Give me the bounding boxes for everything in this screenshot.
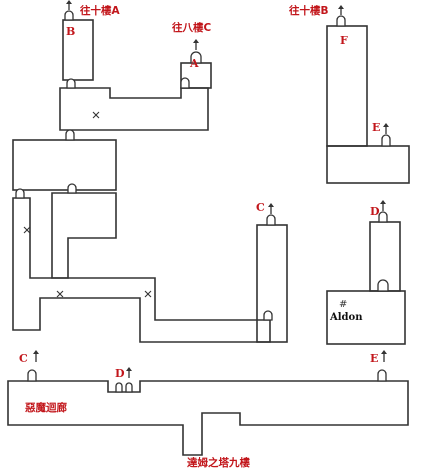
room-side-chamber [51,192,117,279]
arrow-up-icon [126,367,132,378]
door-e-upper [381,134,391,147]
room-e-hall [326,145,410,184]
marker-e-upper: E [372,121,380,134]
door-d-mid [378,211,388,223]
door-a [190,51,202,64]
arrow-up-icon [383,123,389,134]
label-demon-corridor: 惡魔迴廊 [25,401,67,414]
marker-b: B [66,25,75,38]
door-left-bottom-1 [15,188,25,199]
npc-label-aldon: Aldon [329,312,363,323]
arrow-up-icon [33,350,39,362]
marker-f: F [340,34,348,47]
marker-c-low: C [19,352,28,365]
door-hall-bottom [65,129,75,141]
room-upper-hall [59,87,209,131]
arrow-up-icon [268,203,274,214]
label-to-10f-b: 往十樓B [289,4,329,17]
hash-mark-icon: # [339,299,347,310]
door-d-low-2 [125,382,133,393]
arrow-up-icon [380,200,386,211]
x-mark-icon [23,226,31,234]
arrow-up-icon [193,39,199,50]
label-to-8f-c: 往八樓C [172,21,211,34]
label-to-10f-a: 往十樓A [80,4,120,17]
door-e-low [377,369,387,382]
x-mark-icon [56,290,64,298]
arrow-up-icon [381,350,387,362]
door-d-mid-bottom [377,279,389,292]
door-c-low [27,369,37,382]
room-b-tower [62,19,94,81]
marker-d-mid: D [370,205,380,218]
door-c-mid [266,214,276,226]
door-b-connector [66,78,76,89]
door-f [336,15,346,27]
room-aldon [326,290,406,345]
door-a-connector [180,77,190,89]
room-demon-corridor [7,380,409,456]
x-mark-icon [92,111,100,119]
label-tower-9f: 達姆之塔九樓 [187,456,250,469]
door-c-mid-bottom [263,310,273,321]
room-left-block [12,139,117,191]
marker-e-low: E [370,352,378,365]
marker-c-mid: C [256,201,265,214]
arrow-up-icon [66,0,72,10]
door-left-bottom-2 [67,183,77,194]
marker-a: A [189,57,199,70]
arrow-up-icon [338,5,344,15]
x-mark-icon [144,290,152,298]
room-c-tower-mid [256,224,288,343]
door-d-low-1 [115,382,123,393]
marker-d-low: D [115,367,125,380]
door-b [64,10,74,21]
